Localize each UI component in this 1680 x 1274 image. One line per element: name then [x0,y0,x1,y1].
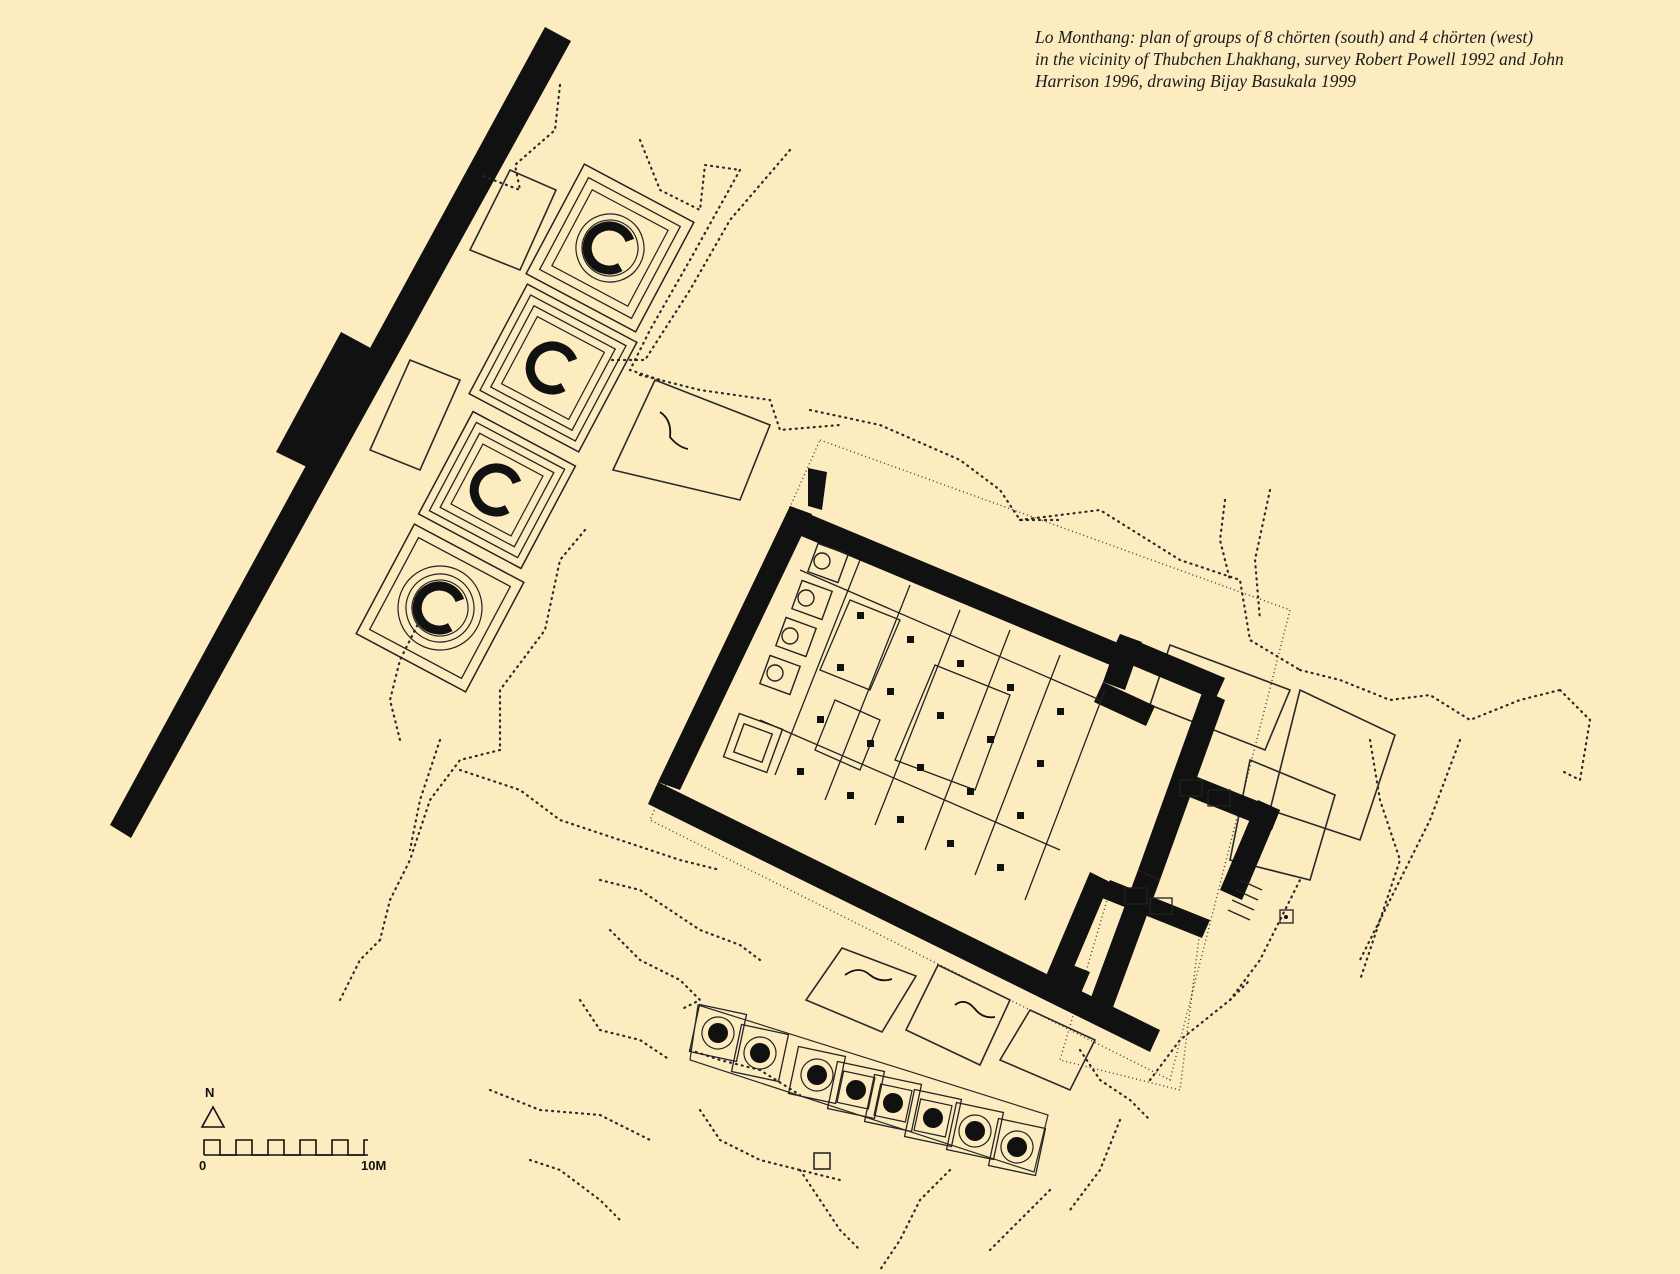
scale-start-label: 0 [199,1158,207,1173]
plan-caption: Lo Monthang: plan of groups of 8 chörten… [1035,26,1635,92]
caption-line-3: Harrison 1996, drawing Bijay Basukala 19… [1035,71,1356,91]
chorten-south-3 [787,1045,847,1105]
chorten-south-5 [863,1073,923,1133]
chorten-west-3 [417,410,577,570]
chorten-west-2 [468,283,638,453]
chorten-south-4 [826,1060,886,1120]
boundary-wall [110,27,571,838]
caption-line-1: Lo Monthang: plan of groups of 8 chörten… [1035,27,1534,47]
temple-walls [648,468,1280,1052]
chorten-south-2 [730,1023,790,1083]
chorten-south-1 [688,1003,748,1063]
scale-bar-graphic [203,1139,368,1156]
scale-end-label: 10M [361,1158,387,1173]
chorten-south-8 [987,1117,1047,1177]
temple-interior [722,542,1294,924]
chorten-group-west [355,163,695,693]
north-label: N [205,1085,215,1100]
chorten-west-1 [525,163,695,333]
enclosures [368,168,1396,1170]
terrain-edges [338,83,1592,1272]
north-arrow-icon [200,1105,226,1128]
enclosure-sketches [659,411,996,1019]
chorten-group-south [688,1003,1049,1177]
caption-line-2: in the vicinity of Thubchen Lhakhang, su… [1035,49,1564,69]
stippled-platforms [649,439,1291,1091]
chorten-south-6 [903,1088,963,1148]
chorten-south-7 [945,1101,1005,1161]
chorten-west-4 [355,523,525,693]
